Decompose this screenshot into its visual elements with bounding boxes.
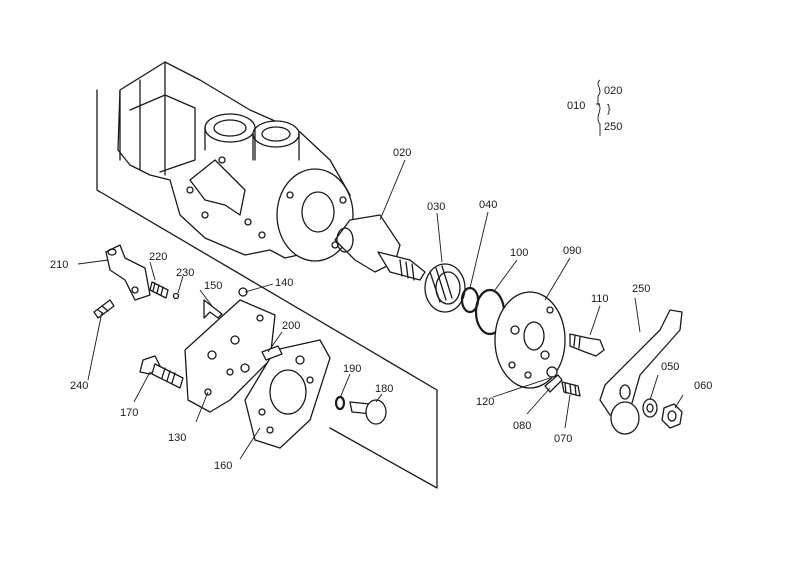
assembly-group-separator: } bbox=[607, 103, 611, 115]
pump-body bbox=[117, 61, 354, 262]
assembly-group-to: 250 bbox=[604, 121, 622, 133]
callout-100: 100 bbox=[510, 247, 528, 259]
part-230-washer bbox=[172, 292, 180, 300]
callout-180: 180 bbox=[375, 383, 393, 395]
part-200-pin bbox=[261, 345, 283, 361]
callout-190: 190 bbox=[343, 363, 361, 375]
part-210-bracket bbox=[105, 244, 151, 301]
callout-160: 160 bbox=[214, 460, 232, 472]
part-090-cover bbox=[494, 291, 566, 389]
part-180-bolt bbox=[349, 399, 387, 425]
callout-120: 120 bbox=[476, 396, 494, 408]
callout-220: 220 bbox=[149, 251, 167, 263]
part-060-nut bbox=[661, 403, 683, 429]
callout-110: 110 bbox=[591, 293, 609, 305]
callout-030: 030 bbox=[427, 201, 445, 213]
part-020-shaft bbox=[334, 214, 426, 281]
callout-240: 240 bbox=[70, 380, 88, 392]
part-140-ball bbox=[238, 287, 248, 297]
mounting-plane-outline bbox=[96, 89, 438, 489]
callout-170: 170 bbox=[120, 407, 138, 419]
part-030-seat bbox=[424, 263, 466, 313]
part-120-ball bbox=[546, 366, 558, 378]
part-250-lever bbox=[599, 309, 683, 435]
part-150-arrow bbox=[203, 299, 223, 319]
callout-150: 150 bbox=[204, 280, 222, 292]
callout-040: 040 bbox=[479, 199, 497, 211]
part-130-plate bbox=[184, 299, 276, 413]
part-110-bolt bbox=[569, 333, 605, 357]
callout-250: 250 bbox=[632, 283, 650, 295]
assembly-group-from: 020 bbox=[604, 85, 622, 97]
part-170-bolt bbox=[139, 355, 184, 389]
callout-070: 070 bbox=[554, 433, 572, 445]
callout-140: 140 bbox=[275, 277, 293, 289]
group-bracket bbox=[596, 79, 601, 136]
callout-080: 080 bbox=[513, 420, 531, 432]
callout-210: 210 bbox=[50, 259, 68, 271]
callout-050: 050 bbox=[661, 361, 679, 373]
callout-020: 020 bbox=[393, 147, 411, 159]
callout-090: 090 bbox=[563, 245, 581, 257]
part-240-pin bbox=[93, 299, 115, 319]
assembly-group-legend: 010 020 250 } bbox=[567, 79, 622, 136]
part-190-washer bbox=[334, 395, 346, 411]
callout-labels: 020 030 040 050 060 070 080 090 100 110 … bbox=[50, 147, 712, 472]
assembly-group-ref: 010 bbox=[567, 100, 585, 112]
leader-lines bbox=[77, 159, 684, 460]
part-160-gasket bbox=[244, 339, 331, 449]
callout-060: 060 bbox=[694, 380, 712, 392]
callout-130: 130 bbox=[168, 432, 186, 444]
callout-200: 200 bbox=[282, 320, 300, 332]
part-050-washer bbox=[642, 398, 658, 418]
callout-230: 230 bbox=[176, 267, 194, 279]
